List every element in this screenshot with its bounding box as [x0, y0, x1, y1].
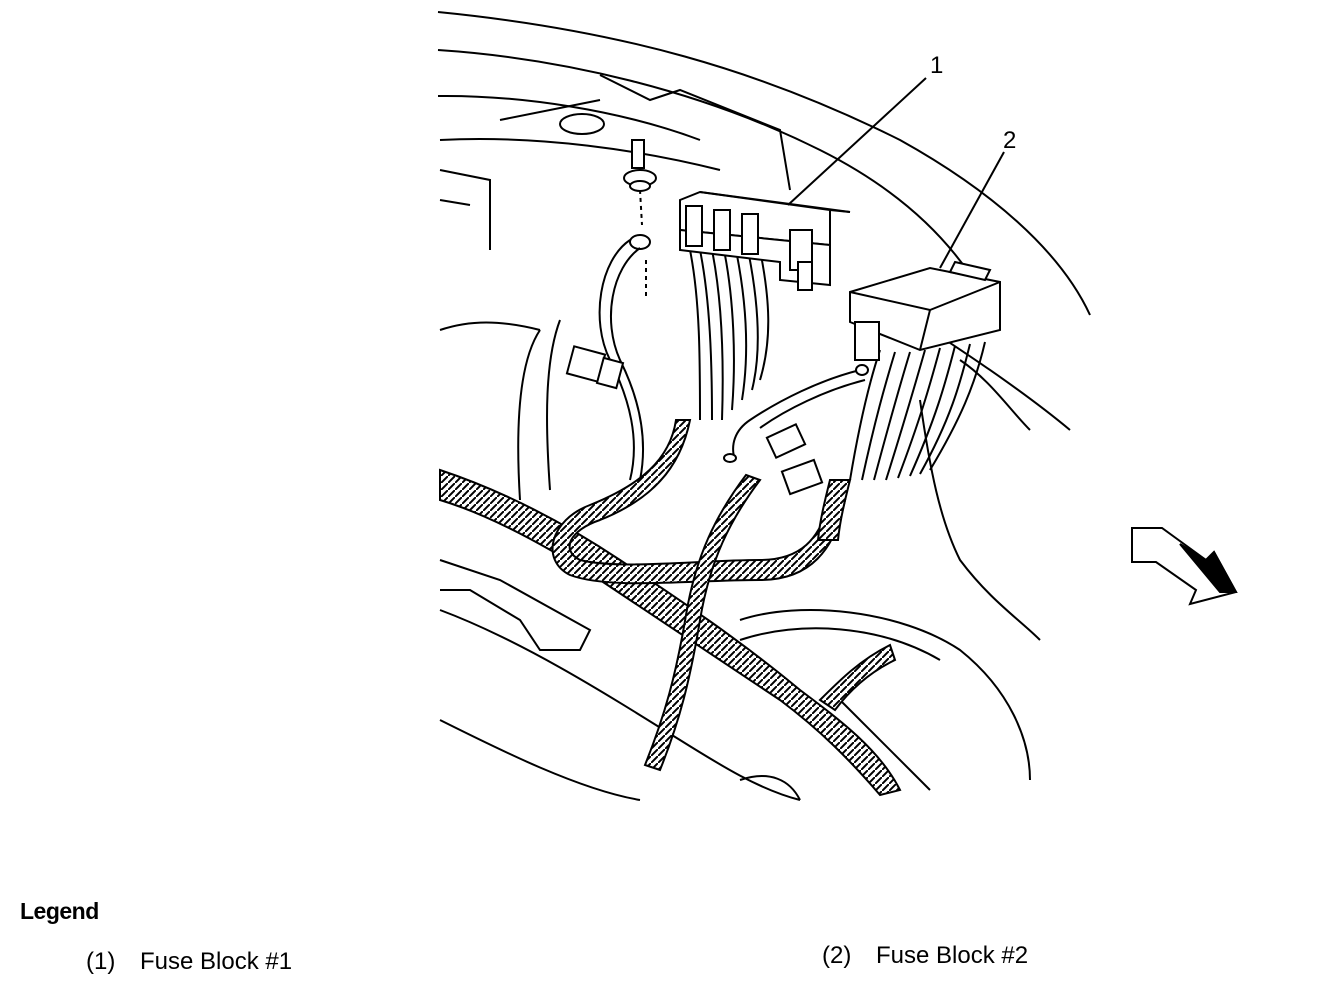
ground-stud	[623, 139, 657, 300]
corrugated-conduits	[439, 419, 902, 797]
fuse-block-1	[679, 190, 851, 291]
callout-2-label: 2	[1003, 127, 1016, 154]
front-direction-arrow-icon	[1131, 527, 1238, 606]
wire-bundle-2	[732, 341, 986, 481]
fuse-block-2	[849, 260, 1001, 376]
legend-item-fuse-block-1: (1) Fuse Block #1	[86, 948, 292, 976]
legend-item-fuse-block-2: (2) Fuse Block #2	[822, 942, 1028, 970]
legend-item-number: (2)	[822, 942, 852, 969]
legend-title: Legend	[20, 898, 99, 924]
callout-1: 1	[787, 52, 943, 206]
callout-2: 2	[939, 127, 1016, 269]
legend-item-label: Fuse Block #2	[876, 942, 1029, 969]
legend-item-label: Fuse Block #1	[140, 948, 293, 975]
inline-connectors	[565, 345, 824, 496]
callout-1-label: 1	[930, 52, 943, 79]
legend-item-number: (1)	[86, 948, 116, 975]
